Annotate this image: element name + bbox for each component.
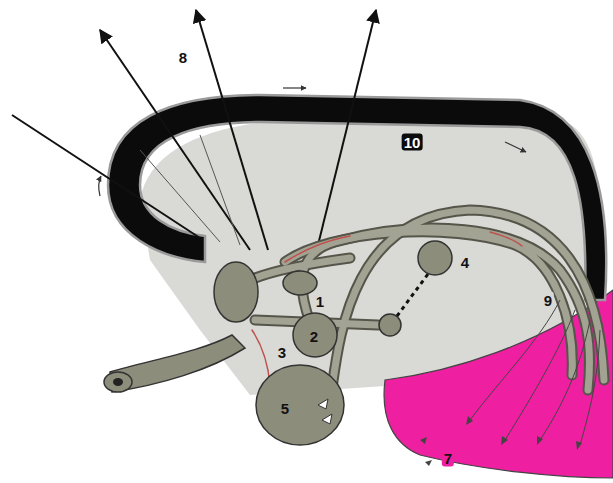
septal-bulb <box>214 262 258 322</box>
corpus-callosum <box>108 95 606 300</box>
tracts <box>240 210 604 390</box>
nucleus <box>283 271 317 295</box>
callout-number: 4 <box>459 254 471 271</box>
radiating-arrow <box>318 10 376 245</box>
flow-arrow <box>283 87 306 88</box>
bulb <box>104 372 132 392</box>
amygdala-body <box>256 365 344 445</box>
radiating-arrow <box>196 10 268 250</box>
flow-arrow <box>99 176 101 196</box>
nucleus <box>379 314 401 336</box>
flow-arrow <box>505 142 526 152</box>
callout-number: 9 <box>542 292 554 309</box>
radiating-arrow <box>100 30 250 250</box>
nucleus <box>418 241 452 275</box>
dashed-link <box>397 274 428 316</box>
callout-number: 5 <box>279 400 291 417</box>
callout-number: 7 <box>442 450 454 467</box>
thin-line <box>200 135 240 245</box>
callout-number: 3 <box>276 344 288 361</box>
callout-number: 8 <box>177 49 189 66</box>
callout-number: 2 <box>308 328 320 345</box>
callout-number: 10 <box>402 134 423 151</box>
callout-number: 1 <box>314 293 326 310</box>
leader-line <box>12 115 200 238</box>
thin-line <box>140 150 220 242</box>
mammillary-body <box>293 313 337 357</box>
